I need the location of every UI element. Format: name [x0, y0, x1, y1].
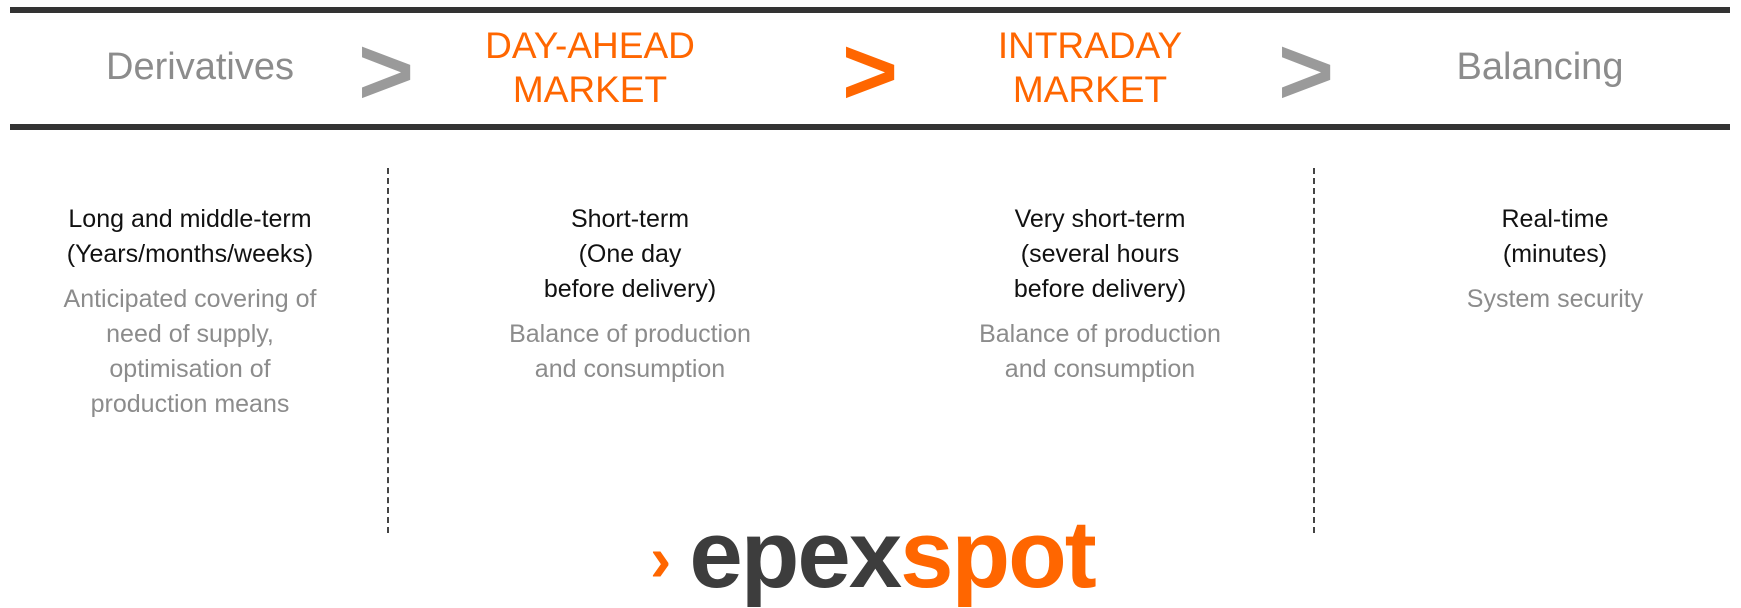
- time-horizon-line: Long and middle-term: [68, 205, 312, 233]
- stage-intraday-label-line: INTRADAY: [997, 24, 1183, 66]
- purpose-line: production means: [90, 390, 290, 418]
- purpose-line: System security: [1466, 285, 1644, 313]
- purpose-line: Anticipated covering of: [63, 285, 317, 313]
- time-horizon: Very short-term (several hours before de…: [920, 202, 1280, 307]
- time-horizon: Real-time (minutes): [1390, 202, 1720, 272]
- dashed-divider: [1313, 168, 1315, 533]
- purpose-text: System security: [1390, 282, 1720, 317]
- purpose-line: optimisation of: [109, 355, 271, 383]
- logo-wordmark-epex: epex: [689, 501, 902, 608]
- time-horizon-line: before delivery): [543, 275, 717, 303]
- purpose-text: Balance of production and consumption: [920, 317, 1280, 387]
- dashed-divider: [387, 168, 389, 533]
- column-day-ahead: Short-term (One day before delivery) Bal…: [450, 202, 810, 387]
- stage-day-ahead: DAY-AHEAD MARKET: [470, 12, 710, 124]
- stage-day-ahead-label-line: MARKET: [512, 69, 668, 110]
- purpose-line: Balance of production: [509, 320, 751, 348]
- stage-intraday: INTRADAY MARKET: [970, 12, 1210, 124]
- time-horizon: Long and middle-term (Years/months/weeks…: [20, 202, 360, 272]
- time-horizon-line: before delivery): [1013, 275, 1187, 303]
- top-rule: [10, 7, 1730, 13]
- column-intraday: Very short-term (several hours before de…: [920, 202, 1280, 387]
- time-horizon-line: Short-term: [570, 205, 690, 233]
- logo-wordmark-spot: spot: [900, 501, 1097, 608]
- time-horizon-line: Real-time: [1501, 205, 1609, 233]
- purpose-line: and consumption: [1004, 355, 1196, 383]
- column-balancing: Real-time (minutes) System security: [1390, 202, 1720, 317]
- logo-chevron-icon: ›: [650, 523, 671, 595]
- time-horizon-line: (several hours: [1020, 240, 1180, 268]
- chevron-right-icon: >: [841, 18, 899, 125]
- epexspot-logo: › epex spot: [650, 501, 1097, 608]
- purpose-line: need of supply,: [106, 320, 274, 348]
- time-horizon-line: (Years/months/weeks): [66, 240, 314, 268]
- time-horizon: Short-term (One day before delivery): [450, 202, 810, 307]
- stage-balancing: Balancing: [1410, 12, 1670, 124]
- column-derivatives: Long and middle-term (Years/months/weeks…: [20, 202, 360, 422]
- purpose-text: Anticipated covering of need of supply, …: [20, 282, 360, 422]
- purpose-line: and consumption: [534, 355, 726, 383]
- stage-derivatives-label: Derivatives: [106, 46, 294, 89]
- stage-intraday-label-line: MARKET: [1012, 69, 1168, 110]
- stage-balancing-label: Balancing: [1456, 46, 1624, 89]
- stage-derivatives: Derivatives: [60, 12, 340, 124]
- chevron-right-icon: >: [1277, 18, 1335, 125]
- purpose-line: Balance of production: [979, 320, 1221, 348]
- chevron-right-icon: >: [357, 18, 415, 125]
- stage-day-ahead-label-line: DAY-AHEAD: [485, 24, 695, 66]
- time-horizon-line: (One day: [578, 240, 682, 268]
- time-horizon-line: Very short-term: [1014, 205, 1186, 233]
- purpose-text: Balance of production and consumption: [450, 317, 810, 387]
- bottom-rule: [10, 124, 1730, 130]
- time-horizon-line: (minutes): [1502, 240, 1608, 268]
